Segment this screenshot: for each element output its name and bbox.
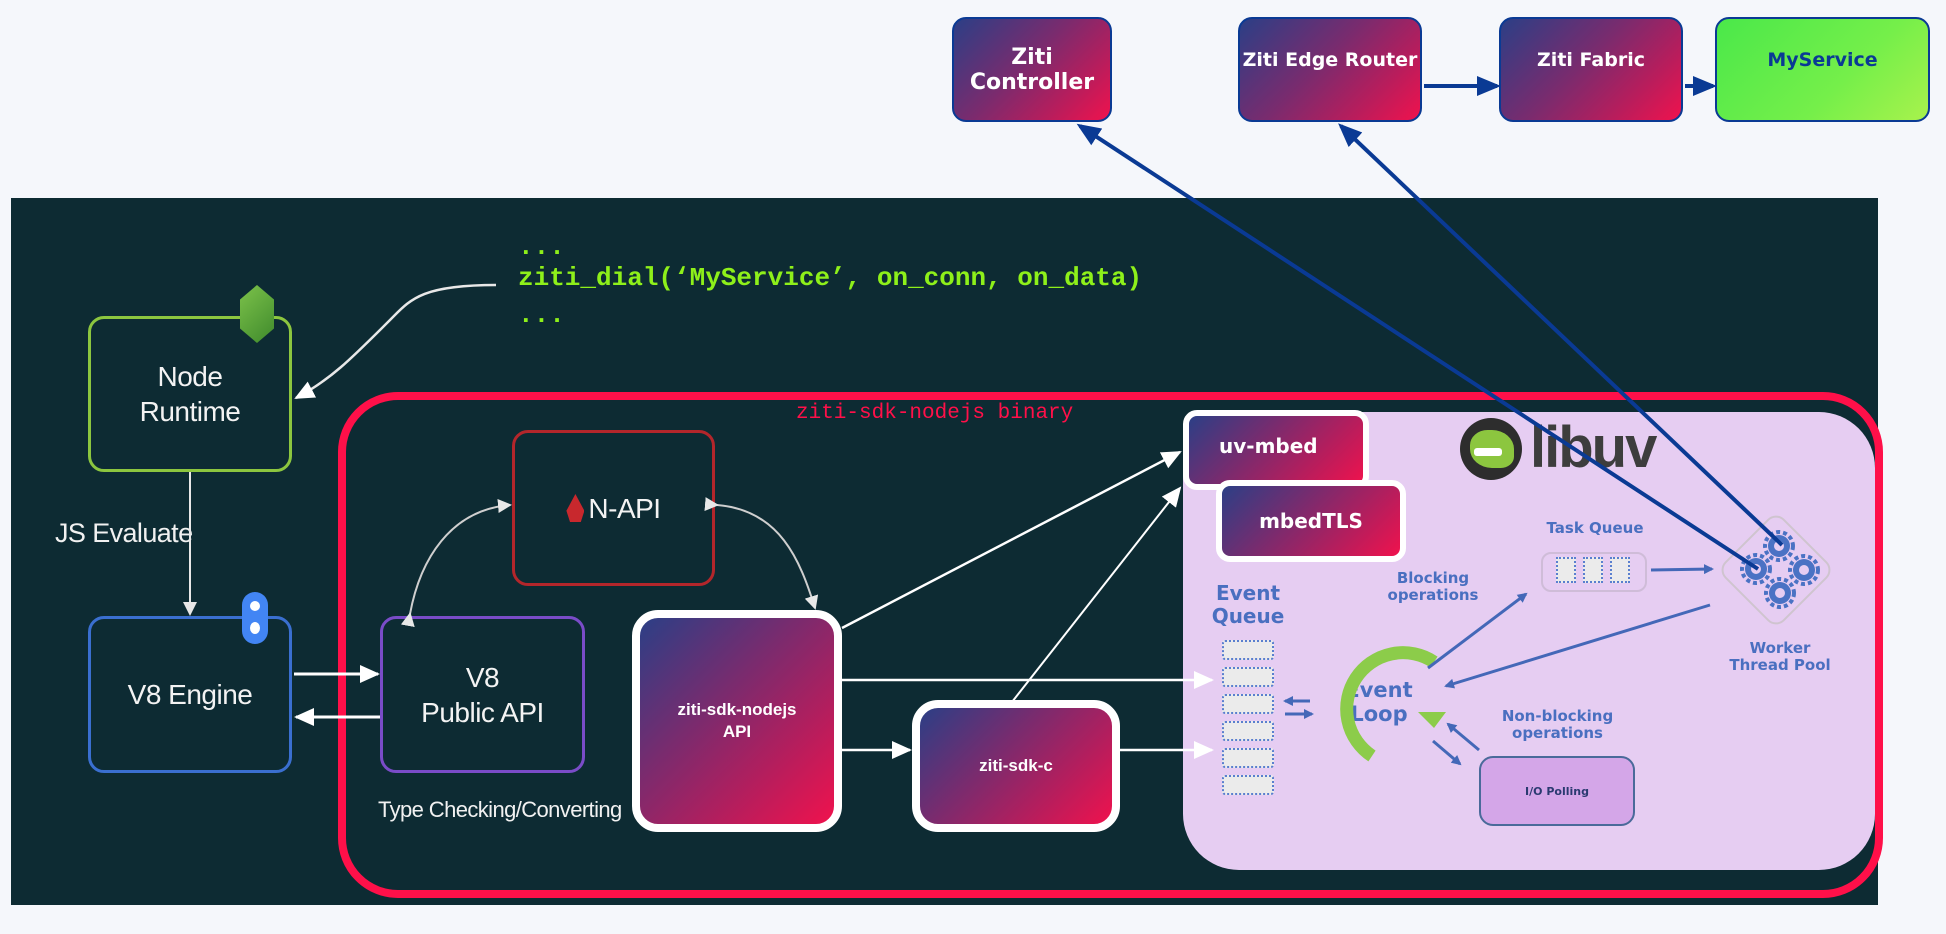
event-queue-slot (1222, 748, 1274, 768)
event-queue-slot (1222, 721, 1274, 741)
mbedtls-box: mbedTLS (1216, 480, 1406, 562)
event-loop-label: Event Loop (1345, 678, 1413, 727)
ziti-controller-box: Ziti Controller (952, 17, 1112, 122)
event-queue-label: Event Queue (1211, 581, 1285, 628)
ziti-fabric-box: Ziti Fabric (1499, 17, 1683, 122)
napi-box: N-API (512, 430, 715, 586)
worker-thread-pool-label: Worker Thread Pool (1729, 639, 1831, 675)
uv-mbed-box: uv-mbed (1183, 410, 1369, 490)
ziti-sdk-c-box: ziti-sdk-c (912, 700, 1120, 832)
v8-logo-icon (242, 592, 268, 644)
binary-title: ziti-sdk-nodejs binary (796, 402, 1074, 425)
task-queue-slot (1583, 557, 1603, 583)
event-queue-slot (1222, 640, 1274, 660)
myservice-box: MyService (1715, 17, 1930, 122)
event-queue-slot (1222, 667, 1274, 687)
ziti-edge-router-box: Ziti Edge Router (1238, 17, 1422, 122)
libuv-dino-logo-icon (1460, 418, 1522, 480)
libuv-logo-text: libuv (1530, 415, 1657, 480)
napi-label: N-API (588, 492, 661, 524)
v8-engine-box: V8 Engine (88, 616, 292, 773)
task-queue-label: Task Queue (1546, 519, 1644, 537)
non-blocking-operations-label: Non-blocking operations (1501, 707, 1614, 743)
task-queue-slot (1610, 557, 1630, 583)
code-ellipsis-top: ... (518, 232, 565, 262)
type-checking-label: Type Checking/Converting (378, 797, 622, 822)
blocking-operations-label: Blocking operations (1387, 569, 1479, 605)
code-ellipsis-bottom: ... (518, 300, 565, 330)
code-ziti-dial: ziti_dial(‘MyService’, on_conn, on_data) (518, 263, 1143, 293)
v8-public-api-box: V8 Public API (380, 616, 585, 773)
event-queue-slot (1222, 775, 1274, 795)
io-polling-box: I/O Polling (1479, 756, 1635, 826)
event-queue-slot (1222, 694, 1274, 714)
ziti-sdk-nodejs-api-box: ziti-sdk-nodejs API (632, 610, 842, 832)
task-queue-slot (1556, 557, 1576, 583)
node-runtime-box: Node Runtime (88, 316, 292, 472)
napi-logo-icon (566, 494, 585, 522)
js-evaluate-label: JS Evaluate (55, 518, 193, 548)
